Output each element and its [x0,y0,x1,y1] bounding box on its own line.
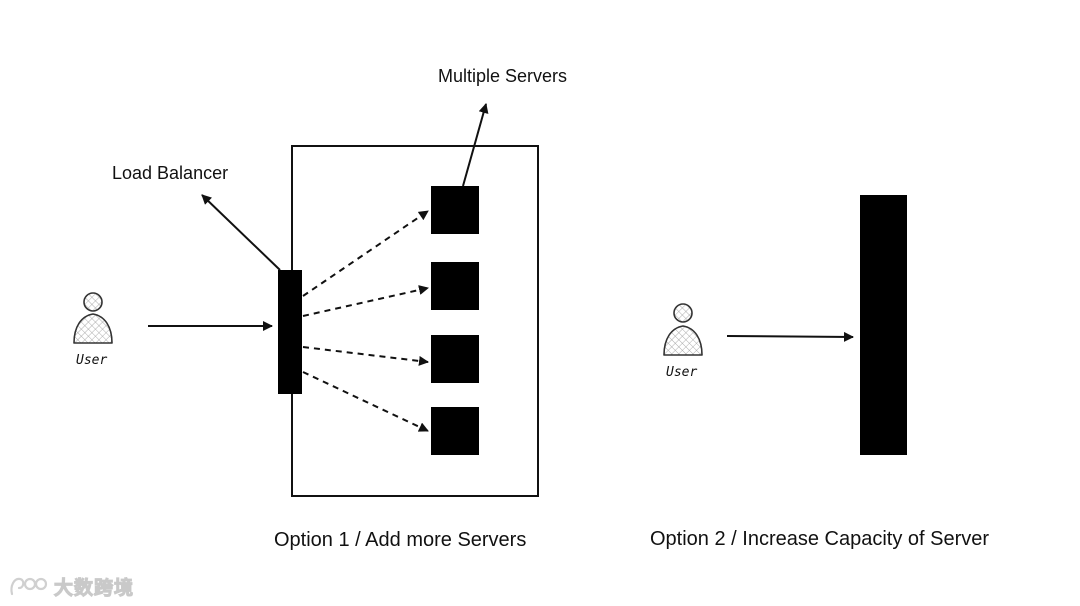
user-label: User [666,365,698,380]
user-to-server-arrow [726,331,854,342]
option1-caption: Option 1 / Add more Servers [274,529,527,551]
load-balancer [278,270,302,394]
load-balancer-pointer-arrow [201,194,281,271]
server-3 [431,335,479,383]
server-1 [431,186,479,234]
dispatch-arrow-2 [302,285,429,317]
watermark-text: 大数跨境 [53,576,135,599]
user-icon [73,292,113,344]
load-balancer-label: Load Balancer [112,163,229,183]
multiple-servers-pointer-arrow [462,103,489,187]
watermark: 大数跨境 [8,572,134,600]
option2-caption: Option 2 / Increase Capacity of Server [650,528,990,550]
dispatch-arrow-4 [302,371,429,432]
server-4 [431,407,479,455]
large-server [860,195,907,455]
swirl-logo-icon [10,577,48,596]
server-2 [431,262,479,310]
multiple-servers-label: Multiple Servers [438,66,568,86]
dispatch-arrow-1 [302,210,429,297]
server-cluster-container [291,145,539,497]
user-icon [663,303,703,356]
user-label: User [76,353,108,368]
dispatch-arrow-3 [302,346,429,366]
